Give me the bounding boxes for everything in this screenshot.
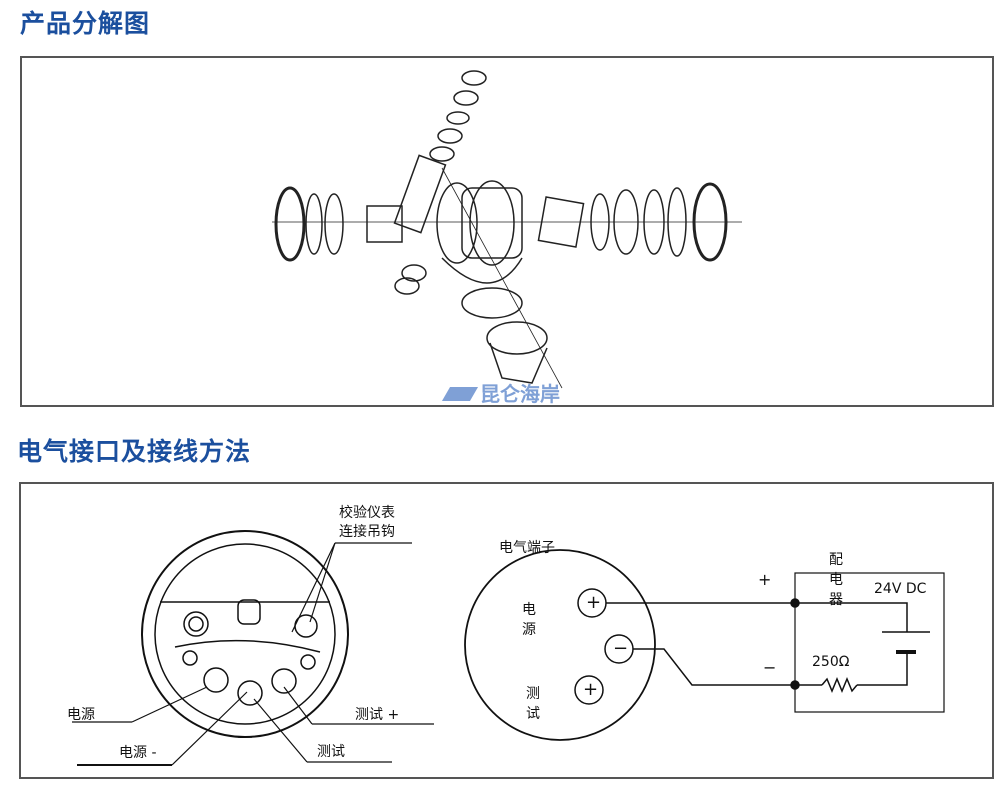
test-terminal-plus: + (583, 679, 599, 700)
wiring-test-label: 测试 (526, 686, 540, 722)
watermark-logo: 昆仑海岸 (441, 378, 560, 407)
test-plus-label: 测试 + (355, 707, 400, 723)
wiring-drawing (72, 530, 945, 766)
test-label: 测试 (317, 744, 345, 760)
exploded-view-panel: 昆仑海岸 (20, 56, 994, 407)
distributor-label: 配电器 (829, 552, 843, 608)
hook-label-line1: 校验仪表 (339, 505, 395, 521)
negative-sign: − (763, 658, 777, 677)
positive-sign: + (758, 570, 772, 589)
terminal-block-drawing (141, 530, 349, 738)
watermark-text: 昆仑海岸 (480, 382, 560, 406)
hook-label-line2: 连接吊钩 (339, 524, 395, 540)
power-terminal-plus: + (586, 592, 602, 613)
resistor-label: 250Ω (812, 654, 850, 670)
terminals-label: 电气端子 (499, 540, 555, 556)
wiring-power-label: 电源 (522, 602, 536, 638)
section-title-wiring: 电气接口及接线方法 (17, 437, 252, 466)
supply-label: 24V DC (874, 581, 927, 597)
section-title-exploded-view: 产品分解图 (20, 9, 151, 38)
wiring-panel: 校验仪表 连接吊钩 电源 电源 - 测试 + 测试 电气端子 电源 测试 + −… (19, 482, 994, 779)
exploded-view-drawing (272, 70, 742, 389)
test-terminal-minus: − (613, 638, 629, 659)
power-label: 电源 (67, 707, 95, 723)
power-minus-label: 电源 - (119, 745, 157, 761)
